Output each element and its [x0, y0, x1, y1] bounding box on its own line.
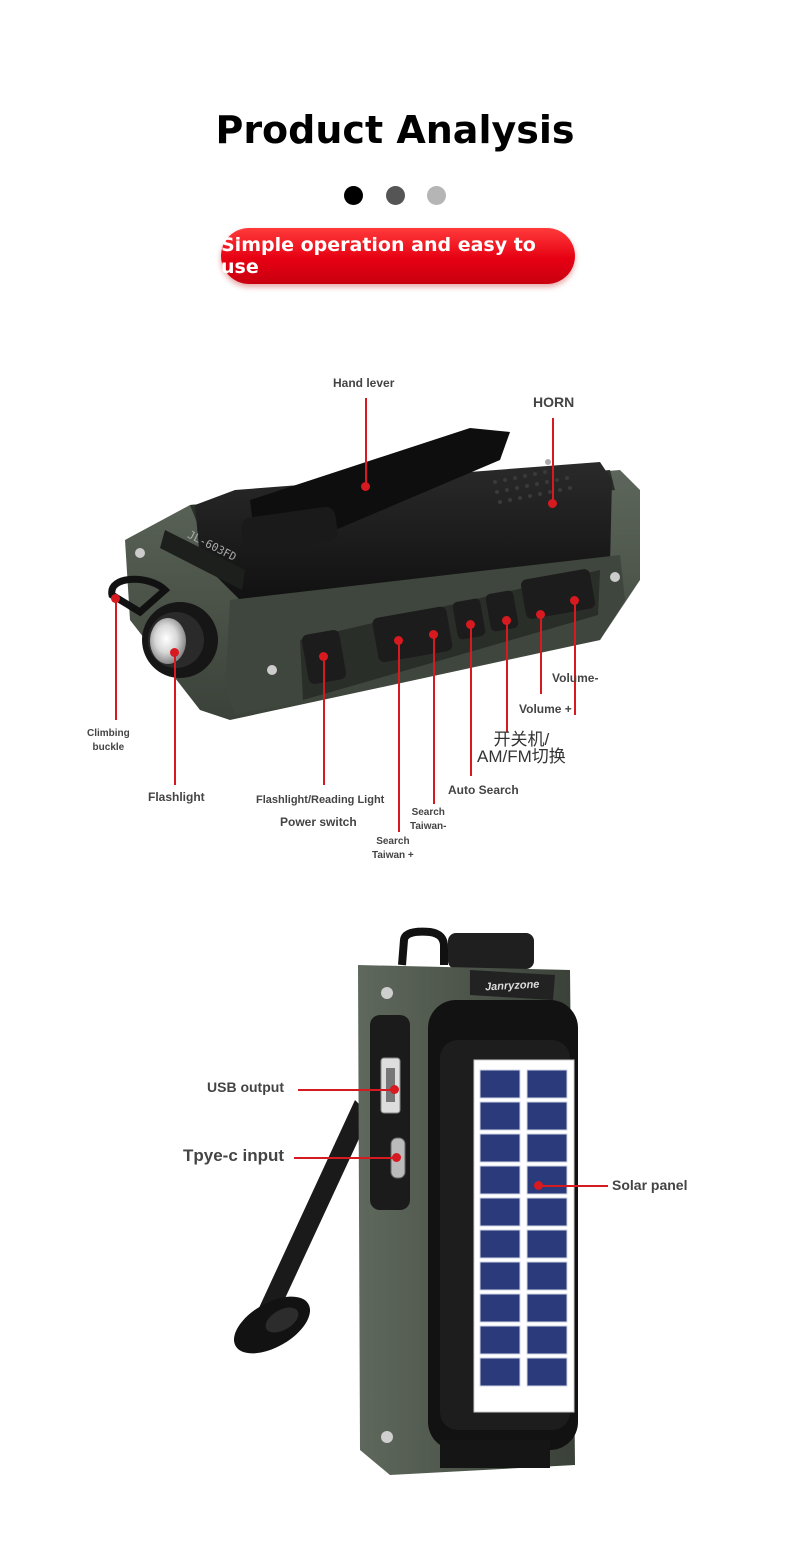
callout-line-usb-output	[298, 1089, 394, 1091]
label-flashlight-reading: Flashlight/Reading Light	[256, 794, 385, 806]
label-usb-output: USB output	[207, 1079, 284, 1095]
callout-dot-usb-output	[390, 1085, 399, 1094]
radio-top-body: JL-603FD	[108, 428, 640, 720]
callout-line-climbing-buckle	[115, 600, 117, 720]
label-search-minus: Search Taiwan-	[410, 807, 447, 832]
callout-dot-flashlight	[170, 648, 179, 657]
label-flashlight: Flashlight	[148, 790, 205, 804]
callout-line-power-am-fm	[506, 620, 508, 732]
label-horn: HORN	[533, 394, 575, 410]
carousel-dot-1[interactable]	[344, 186, 363, 205]
callout-dot-hand-lever	[361, 482, 370, 491]
page-title: Product Analysis	[215, 108, 575, 152]
callout-dot-typec-input	[392, 1153, 401, 1162]
callout-line-auto-search	[470, 624, 472, 776]
callout-line-volume-minus	[574, 600, 576, 715]
carousel-dot-3[interactable]	[427, 186, 446, 205]
label-solar-panel: Solar panel	[612, 1177, 688, 1193]
callout-dot-auto-search	[466, 620, 475, 629]
callout-line-volume-plus	[540, 614, 542, 694]
label-volume-minus: Volume-	[552, 671, 599, 685]
callout-line-flashlight-reading	[323, 660, 325, 785]
callout-dot-power-am-fm	[502, 616, 511, 625]
callout-line-solar-panel	[540, 1185, 608, 1187]
radio-side-body	[234, 927, 578, 1475]
callout-dot-search-minus	[429, 630, 438, 639]
label-power-am-fm: 开关机/ AM/FM切换	[477, 730, 566, 766]
label-search-plus: Search Taiwan +	[372, 836, 414, 861]
feature-banner: Simple operation and easy to use	[221, 228, 575, 284]
label-volume-plus: Volume +	[519, 702, 572, 716]
callout-dot-solar-panel	[534, 1181, 543, 1190]
callout-line-search-minus	[433, 634, 435, 804]
carousel-dot-2[interactable]	[386, 186, 405, 205]
label-climbing-buckle: Climbing buckle	[87, 728, 130, 753]
callout-line-hand-lever	[365, 398, 367, 486]
callout-line-flashlight	[174, 655, 176, 785]
label-power-switch: Power switch	[280, 815, 357, 829]
callout-dot-search-plus	[394, 636, 403, 645]
callout-dot-flashlight-reading	[319, 652, 328, 661]
label-auto-search: Auto Search	[448, 783, 519, 797]
label-typec-input: Tpye-c input	[183, 1146, 285, 1165]
label-hand-lever: Hand lever	[333, 376, 395, 390]
callout-line-typec-input	[294, 1157, 394, 1159]
callout-dot-volume-plus	[536, 610, 545, 619]
callout-line-search-plus	[398, 640, 400, 832]
callout-line-horn	[552, 418, 554, 503]
callout-dot-climbing-buckle	[111, 594, 120, 603]
callout-dot-horn	[548, 499, 557, 508]
callout-dot-volume-minus	[570, 596, 579, 605]
